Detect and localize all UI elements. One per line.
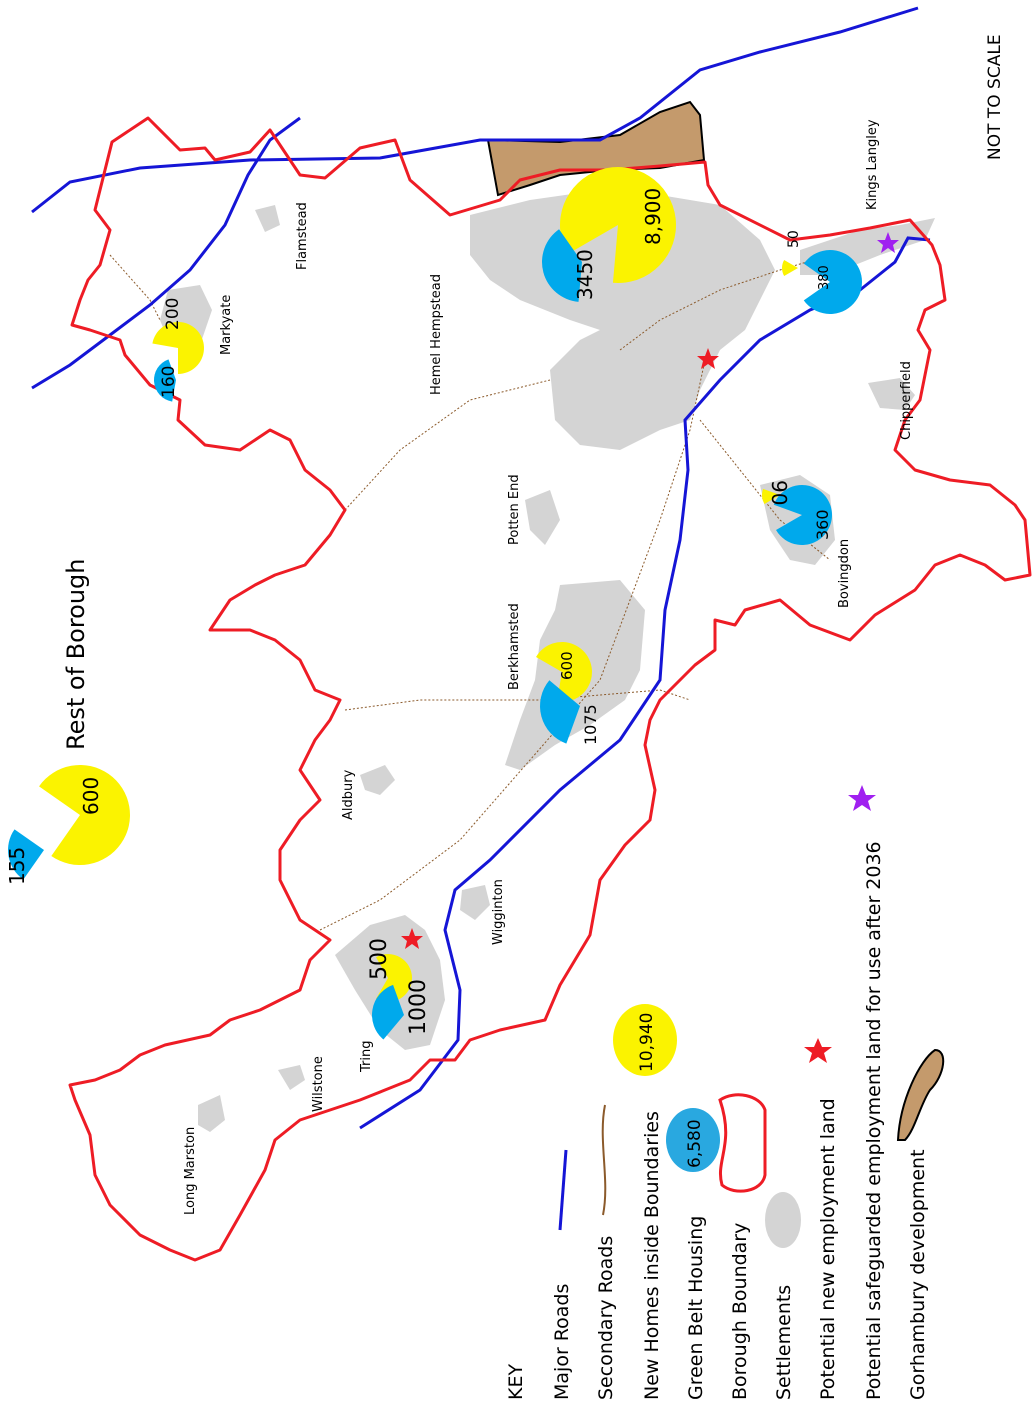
label-bovingdon: Bovingdon (837, 539, 852, 608)
key-new-homes-swatch (613, 1004, 677, 1076)
pie-berk-yellow (536, 642, 593, 702)
key-employment: Potential new employment land (817, 1098, 839, 1400)
label-hh-yellow: 8,900 (641, 188, 665, 245)
label-bov-blue: 360 (813, 509, 832, 540)
label-rest-yellow: 600 (79, 777, 103, 815)
pie-rest-yellow (39, 765, 130, 865)
pie-mk-yellow (152, 322, 205, 374)
key-safeguarded: Potential safeguarded employment land fo… (863, 841, 885, 1400)
key-gorhambury-swatch (896, 1048, 945, 1141)
label-berkhamsted: Berkhamsted (507, 603, 522, 690)
key-settlements: Settlements (773, 1285, 795, 1400)
label-rest-of-borough: Rest of Borough (62, 559, 90, 751)
safeguarded-star-kings-langley (877, 232, 899, 253)
label-berk-yellow: 600 (558, 651, 576, 680)
settlement-long-marston (198, 1095, 225, 1132)
pie-hh-blue (542, 229, 582, 302)
key-employment-star (804, 1038, 832, 1063)
pie-bov-blue (773, 485, 832, 545)
key-title: KEY (505, 1364, 527, 1400)
map-key: KEY Major Roads Secondary Roads 10,940 N… (505, 785, 945, 1400)
pie-berk-blue (540, 680, 580, 744)
key-safeguarded-star (848, 785, 876, 811)
label-wigginton: Wigginton (491, 879, 506, 945)
pie-labels: Rest of Borough 600 155 500 1000 600 107… (5, 188, 832, 1035)
employment-star-hemel (697, 348, 719, 369)
label-hemel-hempstead: Hemel Hempstead (429, 274, 444, 395)
label-kl-yellow: 50 (786, 230, 802, 248)
label-tring: Tring (359, 1041, 374, 1073)
pie-rest-blue (7, 829, 45, 880)
label-wilstone: Wilstone (311, 1056, 326, 1112)
key-green-belt-swatch (666, 1108, 720, 1172)
label-rest-blue: 155 (5, 847, 29, 885)
major-roads (31, 6, 931, 1130)
pie-kl-blue (803, 249, 862, 314)
label-tring-blue: 1000 (406, 979, 431, 1035)
settlement-flamstead (255, 205, 280, 232)
label-bov-yellow: 90 (767, 480, 791, 505)
secondary-roads (109, 254, 831, 931)
label-potten-end: Potten End (507, 474, 522, 545)
key-green-belt-total: 6,580 (685, 1119, 705, 1168)
label-kings-langley: Kings Langley (865, 119, 880, 210)
key-secondary-road-swatch (601, 1104, 607, 1216)
key-secondary-roads: Secondary Roads (595, 1236, 617, 1400)
label-hh-blue: 3450 (573, 249, 597, 300)
label-tring-yellow: 500 (367, 938, 392, 980)
pie-kl-yellow (782, 260, 798, 276)
settlement-potten-end (525, 490, 560, 545)
pie-charts (7, 167, 862, 1040)
label-mk-blue: 160 (159, 366, 179, 398)
label-markyate: Markyate (219, 295, 234, 355)
settlement-wigginton (460, 885, 490, 920)
key-green-belt: Green Belt Housing (685, 1216, 707, 1400)
key-settlement-swatch (765, 1192, 801, 1248)
key-boundary-swatch (718, 1093, 767, 1193)
label-mk-yellow: 200 (163, 298, 183, 330)
key-major-road-swatch (558, 1149, 568, 1231)
settlement-chipperfield (868, 378, 915, 410)
employment-star-tring (401, 928, 423, 949)
gorhambury-development-area (486, 100, 706, 197)
major-road-m1 (31, 116, 301, 390)
employment-stars (401, 232, 899, 949)
key-new-homes: New Homes inside Boundaries (641, 1111, 663, 1400)
key-borough-boundary: Borough Boundary (729, 1223, 751, 1400)
label-kl-blue: 380 (817, 265, 832, 290)
place-labels: Long Marston Wilstone Tring Wigginton Al… (183, 119, 914, 1215)
key-new-homes-total: 10,940 (637, 1013, 657, 1072)
label-aldbury: Aldbury (341, 769, 356, 820)
key-gorhambury: Gorhambury development (907, 1149, 929, 1400)
major-road-a5 (31, 6, 919, 214)
key-major-roads: Major Roads (551, 1284, 573, 1400)
settlement-wilstone (278, 1065, 305, 1090)
pie-hh-yellow (560, 167, 677, 284)
pie-bov-yellow (762, 488, 780, 504)
borough-boundary (68, 116, 1032, 1262)
label-berk-blue: 1075 (581, 704, 600, 745)
not-to-scale-note: NOT TO SCALE (985, 34, 1005, 160)
pie-mk-blue (153, 359, 176, 402)
pie-tring-blue (371, 984, 404, 1040)
settlement-aldbury (360, 765, 395, 795)
label-flamstead: Flamstead (295, 202, 310, 270)
label-long-marston: Long Marston (183, 1127, 198, 1215)
label-chipperfield: Chipperfield (899, 361, 914, 440)
